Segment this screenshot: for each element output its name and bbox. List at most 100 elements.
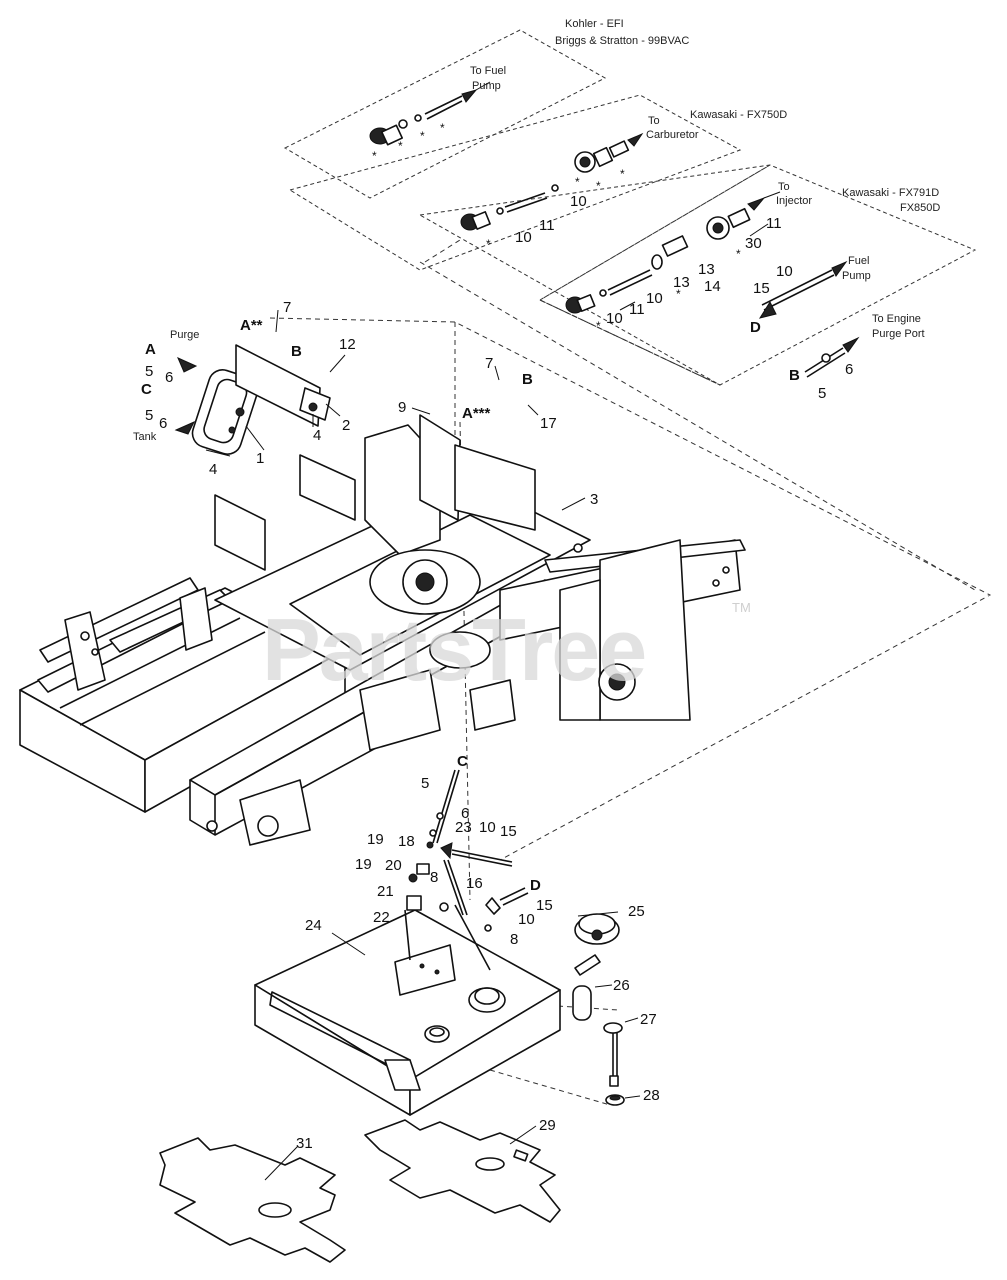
part-number: 13 (698, 261, 715, 278)
kawasaki-a-fitting-group: ** ** (460, 132, 644, 251)
heat-shield-plates (159, 1119, 561, 1263)
purge-hose-group (804, 336, 860, 378)
part-number: 3 (590, 491, 598, 508)
letter-callout: D (530, 877, 541, 894)
mower-frame (19, 414, 746, 846)
part-number: 10 (479, 819, 496, 836)
panel-kawasaki-b (418, 164, 977, 386)
part-number: 20 (385, 857, 402, 874)
part-number: 6 (165, 369, 173, 386)
svg-text:*: * (736, 247, 741, 261)
letter-callout: C (141, 381, 152, 398)
tank-label: Tank (133, 431, 157, 443)
part-number: 11 (629, 301, 645, 318)
part-number: 4 (209, 461, 217, 478)
part-number: 9 (398, 399, 406, 416)
fuel-pump-label-1: Fuel (848, 255, 869, 267)
part-number: 10 (518, 911, 535, 928)
kawasaki-a-title: Kawasaki - FX750D (690, 109, 787, 121)
letter-callout: A** (240, 317, 263, 334)
to-injector-label-2: Injector (776, 195, 812, 207)
panel-kawasaki-a (288, 94, 742, 271)
to-carburetor-label-1: To (648, 115, 660, 127)
part-number: 8 (430, 869, 438, 886)
part-number: 6 (845, 361, 853, 378)
svg-text:*: * (486, 237, 491, 251)
to-engine-purge-label-1: To Engine (872, 313, 921, 325)
svg-text:*: * (575, 175, 580, 189)
part-number: 7 (283, 299, 291, 316)
part-number: 5 (145, 407, 153, 424)
part-number: 27 (640, 1011, 657, 1028)
part-number: 2 (342, 417, 350, 434)
fuel-pump-label-2: Pump (842, 270, 871, 282)
part-number: 7 (485, 355, 493, 372)
letter-callout: B (522, 371, 533, 388)
charcoal-canister (191, 344, 331, 455)
kohler-engine-title-2: Briggs & Stratton - 99BVAC (555, 35, 689, 47)
svg-text:*: * (398, 139, 403, 153)
letter-callout: B (291, 343, 302, 360)
kawasaki-b-title-2: FX850D (900, 202, 940, 214)
fuel-tank (254, 909, 561, 1116)
part-number: 6 (159, 415, 167, 432)
part-number: 10 (570, 193, 587, 210)
part-number: 5 (421, 775, 429, 792)
part-number: 13 (673, 274, 690, 291)
part-number: 1 (256, 450, 264, 467)
svg-text:*: * (620, 167, 625, 181)
to-fuel-pump-label-1: To Fuel (470, 65, 506, 77)
svg-text:*: * (372, 149, 377, 163)
part-number: 11 (539, 217, 555, 234)
kawasaki-b-title-1: Kawasaki - FX791D (842, 187, 939, 199)
part-number: 11 (766, 215, 782, 232)
kohler-fuel-fitting-group: * * * * (369, 81, 491, 163)
kawasaki-b-fitting-group: * * * (565, 191, 848, 333)
part-number: 14 (704, 278, 721, 295)
part-number: 24 (305, 917, 322, 934)
to-carburetor-label-2: Carburetor (646, 129, 699, 141)
part-number: 5 (818, 385, 826, 402)
svg-text:*: * (676, 287, 681, 301)
to-fuel-pump-label-2: Pump (472, 80, 501, 92)
part-number: 10 (515, 229, 532, 246)
part-number: 17 (540, 415, 557, 432)
part-number: 6 (461, 805, 469, 822)
letter-callout: D (750, 319, 761, 336)
part-number: 30 (745, 235, 762, 252)
letter-callout: B (789, 367, 800, 384)
watermark-trademark: TM (732, 600, 751, 615)
part-number: 29 (539, 1117, 556, 1134)
part-number: 8 (510, 931, 518, 948)
part-number: 18 (398, 833, 415, 850)
part-number: 15 (753, 280, 770, 297)
part-number: 25 (628, 903, 645, 920)
svg-text:*: * (420, 129, 425, 143)
part-number: 26 (613, 977, 630, 994)
fuel-line-fittings (404, 769, 529, 971)
letter-callout: A (145, 341, 156, 358)
to-injector-label-1: To (778, 181, 790, 193)
part-number: 21 (377, 883, 394, 900)
panel-kohler (283, 29, 607, 199)
partstree-watermark: PartsTree (262, 600, 645, 699)
part-number: 19 (355, 856, 372, 873)
part-number: 28 (643, 1087, 660, 1104)
part-number: 31 (296, 1135, 313, 1152)
part-number: 23 (455, 819, 472, 836)
to-engine-purge-label-2: Purge Port (872, 328, 925, 340)
number-leaders (205, 223, 769, 1181)
svg-text:*: * (440, 121, 445, 135)
part-number: 4 (313, 427, 321, 444)
part-number: 19 (367, 831, 384, 848)
fuel-cap-assembly (572, 913, 625, 1106)
part-number: 5 (145, 363, 153, 380)
svg-text:*: * (596, 319, 601, 333)
part-number: 15 (500, 823, 517, 840)
letter-callout: C (457, 753, 468, 770)
part-number: 12 (339, 336, 356, 353)
purge-label: Purge (170, 329, 199, 341)
part-number: 15 (536, 897, 553, 914)
letter-callout: A*** (462, 405, 491, 422)
